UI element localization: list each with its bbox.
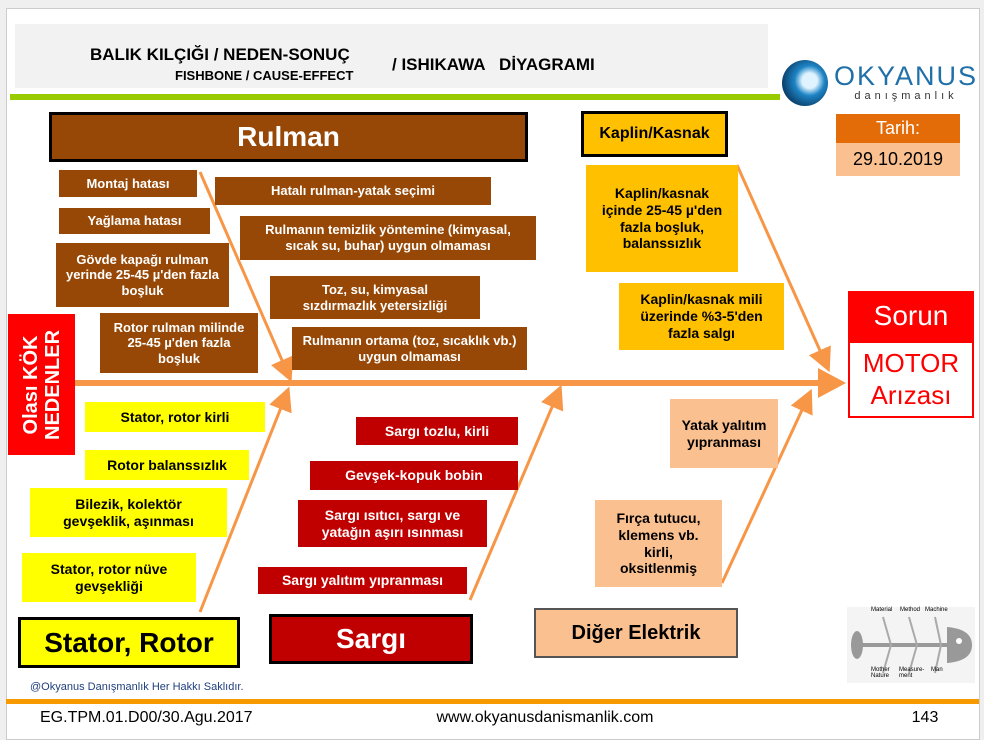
cause-item: Montaj hatası xyxy=(59,170,197,197)
spine-arrowhead xyxy=(818,368,846,398)
cause-item: Toz, su, kimyasal sızdırmazlık yetersizl… xyxy=(270,276,480,319)
problem-value: MOTOR Arızası xyxy=(848,341,974,418)
title-band xyxy=(15,24,768,88)
cause-item: Sargı ısıtıcı, sargı ve yatağın aşırı ıs… xyxy=(298,500,487,547)
cause-item: Gövde kapağı rulman yerinde 25-45 µ'den … xyxy=(56,243,229,307)
footer-rule xyxy=(6,699,979,704)
kaplin-bone xyxy=(735,164,831,373)
logo-sub: danışmanlık xyxy=(854,90,958,103)
category-rulman: Rulman xyxy=(49,112,528,162)
cause-item: Kaplin/kasnak mili üzerinde %3-5'den faz… xyxy=(619,283,784,350)
date-value: 29.10.2019 xyxy=(836,143,960,176)
title-line1: BALIK KILÇIĞI / NEDEN-SONUÇ xyxy=(90,44,350,64)
fish-skeleton-icon xyxy=(851,616,972,674)
fish-label: Measure-ment xyxy=(899,667,925,679)
cause-item: Bilezik, kolektör gevşeklik, aşınması xyxy=(30,488,227,537)
footer-code: EG.TPM.01.D00/30.Agu.2017 xyxy=(40,709,253,727)
copyright: @Okyanus Danışmanlık Her Hakkı Saklıdır. xyxy=(30,681,244,694)
cause-item: Stator, rotor kirli xyxy=(85,402,265,432)
cause-item: Hatalı rulman-yatak seçimi xyxy=(215,177,491,205)
category-kaplin: Kaplin/Kasnak xyxy=(581,111,728,157)
fish-label: Man xyxy=(931,667,943,673)
fish-label: Machine xyxy=(925,607,948,613)
cause-item: Rulmanın temizlik yöntemine (kimyasal, s… xyxy=(240,216,536,260)
cause-item: Yağlama hatası xyxy=(59,208,210,234)
page-number: 143 xyxy=(911,709,939,727)
cause-item: Yatak yalıtım yıpranması xyxy=(670,399,778,468)
cause-item: Fırça tutucu, klemens vb. kirli, oksitle… xyxy=(595,500,722,587)
logo-swirl-icon xyxy=(782,60,828,106)
cause-item: Gevşek-kopuk bobin xyxy=(310,461,518,490)
date-label: Tarih: xyxy=(836,114,960,144)
cause-item: Kaplin/kasnak içinde 25-45 µ'den fazla b… xyxy=(586,165,738,272)
fishbone-thumbnail: Material Method Machine Mother Nature Me… xyxy=(847,607,975,683)
cause-item: Stator, rotor nüve gevşekliği xyxy=(22,553,196,602)
stator-bone xyxy=(198,386,292,613)
diger-bone xyxy=(720,388,813,584)
title-line3: / ISHIKAWA DİYAGRAMI xyxy=(392,54,595,74)
cause-item: Sargı tozlu, kirli xyxy=(356,417,518,445)
root-causes-label: Olası KÖK NEDENLER xyxy=(8,314,75,455)
sargi-bone xyxy=(468,384,564,601)
title-underline xyxy=(10,94,780,100)
category-stator: Stator, Rotor xyxy=(18,617,240,668)
fish-label: Material xyxy=(871,607,893,613)
category-diger: Diğer Elektrik xyxy=(534,608,738,658)
category-sargi: Sargı xyxy=(269,614,473,664)
fish-label: Mother Nature xyxy=(871,667,890,679)
title-line2: FISHBONE / CAUSE-EFFECT xyxy=(175,68,354,84)
cause-item: Rotor balanssızlık xyxy=(85,450,249,480)
footer-url[interactable]: www.okyanusdanismanlik.com xyxy=(436,709,654,727)
problem-label: Sorun xyxy=(848,291,974,341)
cause-item: Rulmanın ortama (toz, sıcaklık vb.) uygu… xyxy=(292,327,527,370)
cause-item: Sargı yalıtım yıpranması xyxy=(258,567,467,594)
root-causes-text: Olası KÖK NEDENLER xyxy=(19,329,64,440)
fish-label: Method xyxy=(900,607,921,613)
rulman-bone xyxy=(198,171,294,383)
logo-name: OKYANUS xyxy=(833,60,979,91)
cause-item: Rotor rulman milinde 25-45 µ'den fazla b… xyxy=(100,313,258,373)
